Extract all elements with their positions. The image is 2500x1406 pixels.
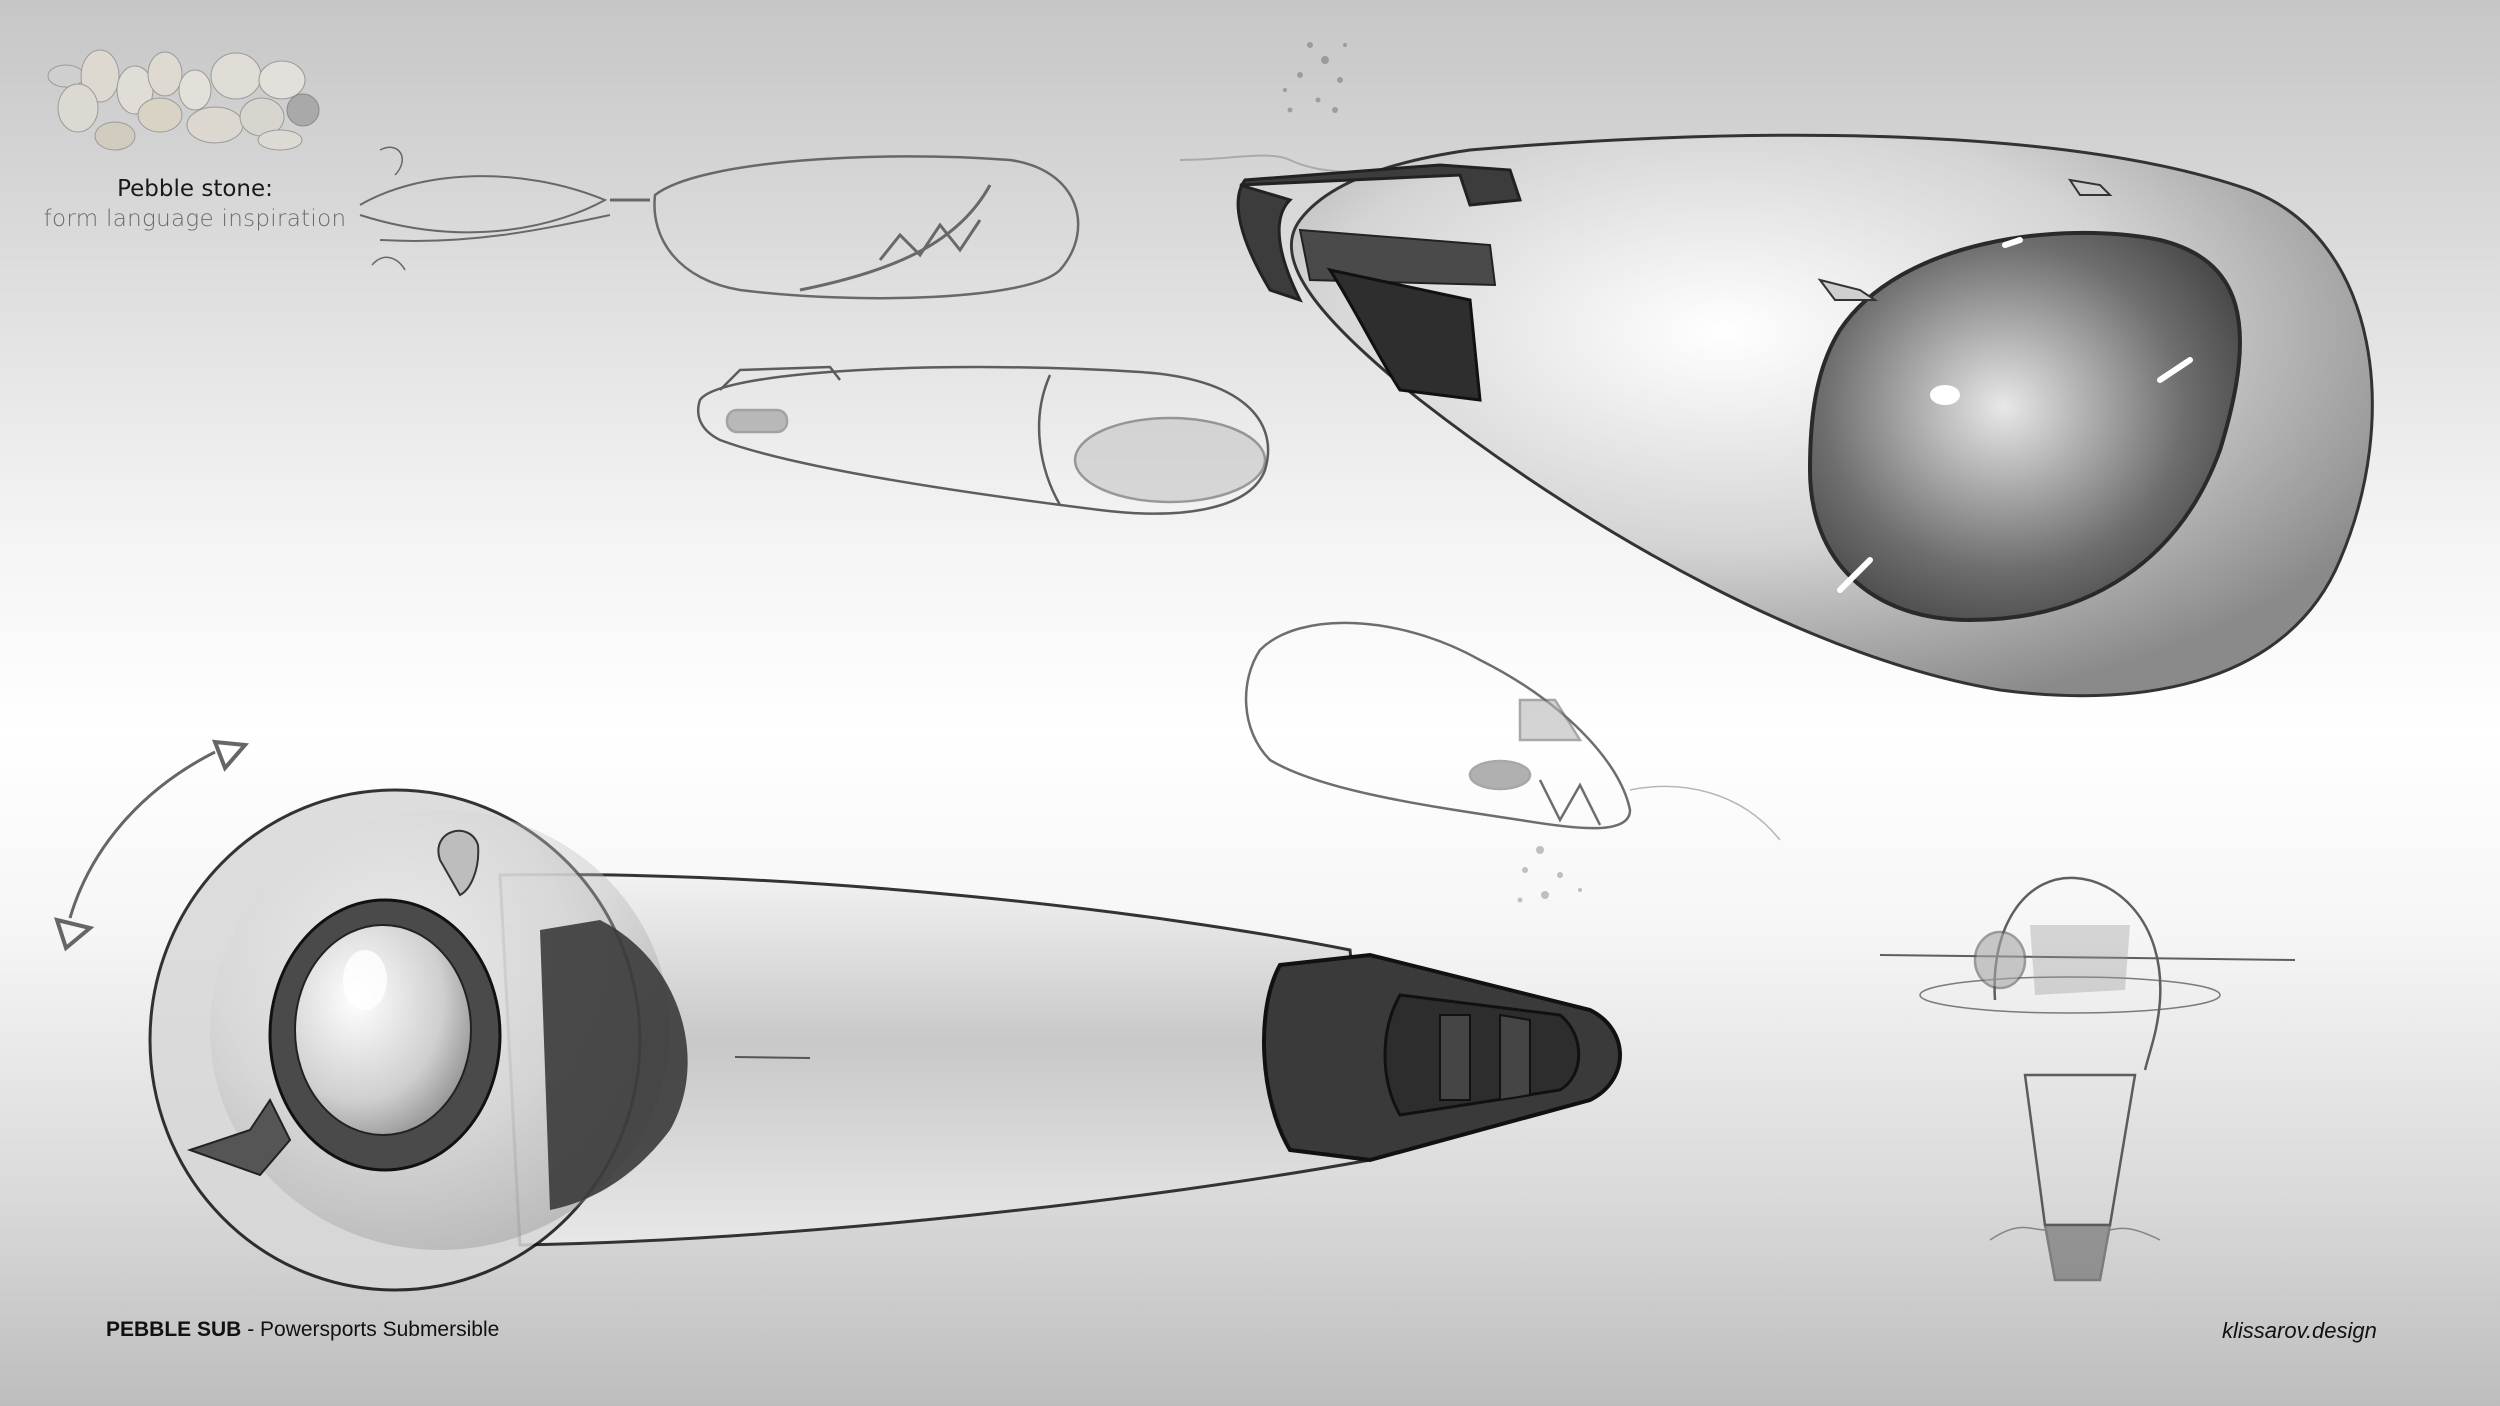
sketch-vertical-float — [1879, 876, 2296, 1282]
product-type: Powersports Submersible — [260, 1318, 500, 1341]
rotation-arrow-icon — [54, 739, 250, 952]
water-splash-top — [1179, 42, 1391, 179]
inspiration-title: Pebble stone: — [117, 176, 273, 202]
water-splash-middle — [1517, 846, 1582, 903]
product-caption: PEBBLE SUB - Powersports Submersible — [106, 1318, 499, 1342]
render-bottom-left — [148, 788, 1622, 1292]
sketch-side-cockpit — [696, 365, 1270, 515]
designer-signature: klissarov.design — [2222, 1318, 2377, 1343]
sketch-top-propulsion — [359, 146, 1080, 300]
inspiration-subtitle: form language inspiration — [43, 206, 347, 232]
product-name: PEBBLE SUB — [106, 1318, 242, 1341]
render-top-right — [1236, 133, 2374, 698]
caption-separator: - — [241, 1318, 261, 1341]
sketch-middle-surfacing — [1244, 621, 1781, 841]
pebble-stones-image — [47, 49, 320, 151]
